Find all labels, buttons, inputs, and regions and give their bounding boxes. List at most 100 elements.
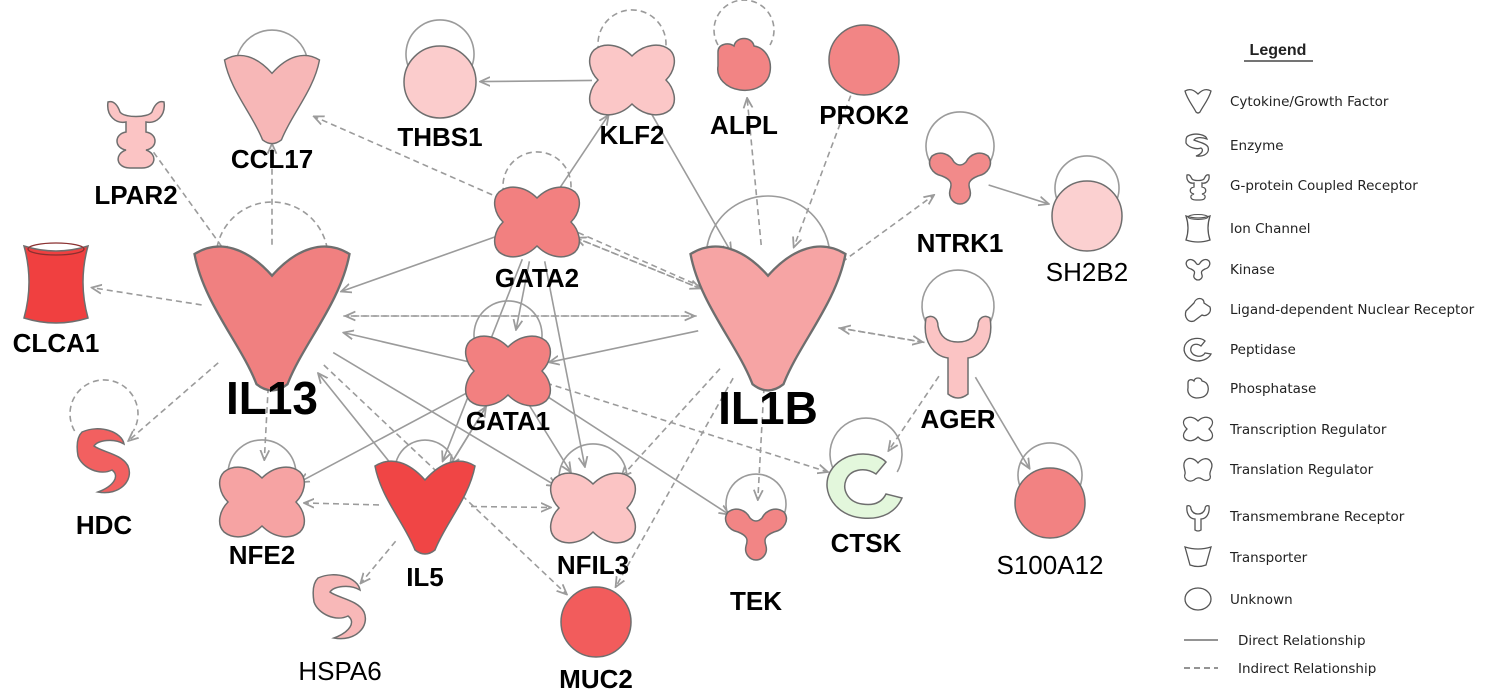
ntrk1-shape xyxy=(928,152,992,205)
node-prok2[interactable] xyxy=(828,24,900,96)
edge-ntrk1-to-sh2b2 xyxy=(988,184,1049,204)
node-gata2[interactable] xyxy=(493,186,581,258)
node-tek[interactable] xyxy=(724,508,788,561)
self-loop-ctsk xyxy=(829,417,903,473)
edge-il13-to-nfil3 xyxy=(332,351,557,487)
node-il1b[interactable] xyxy=(689,245,847,392)
node-klf2[interactable] xyxy=(588,44,676,116)
node-alpl[interactable] xyxy=(717,37,772,92)
node-ctsk[interactable] xyxy=(826,453,904,520)
node-muc2[interactable] xyxy=(560,586,632,658)
node-label-ntrk1: NTRK1 xyxy=(917,228,1004,258)
node-label-prok2: PROK2 xyxy=(819,100,909,130)
node-il13[interactable] xyxy=(193,245,351,392)
self-loop-sh2b2 xyxy=(1054,155,1120,205)
transmembrane-receptor-icon xyxy=(1186,504,1210,532)
node-clca1[interactable] xyxy=(22,242,90,324)
gata2-shape xyxy=(493,186,581,258)
ctsk-shape xyxy=(826,453,904,520)
node-label-hspa6: HSPA6 xyxy=(298,656,381,686)
edge-il5-to-nfe2 xyxy=(304,503,380,505)
node-label-klf2: KLF2 xyxy=(600,120,665,150)
legend-item-label: Phosphatase xyxy=(1230,381,1316,397)
alpl-shape xyxy=(717,37,772,92)
edge-klf2-to-il1b xyxy=(651,114,731,253)
node-nfe2[interactable] xyxy=(218,466,306,538)
node-label-sh2b2: SH2B2 xyxy=(1046,257,1128,287)
node-label-tek: TEK xyxy=(730,586,782,616)
edge-gata2-to-il1b xyxy=(573,236,700,288)
node-s100a12[interactable] xyxy=(1014,467,1086,539)
edge-il5-to-hspa6 xyxy=(361,540,397,583)
node-label-nfe2: NFE2 xyxy=(229,540,295,570)
node-gata1[interactable] xyxy=(464,335,552,407)
legend-item-label: Ion Channel xyxy=(1230,221,1311,237)
il5-shape xyxy=(374,460,476,555)
self-loop-tek xyxy=(725,473,787,520)
node-label-il5: IL5 xyxy=(406,562,444,592)
self-loop-gata2 xyxy=(502,151,572,204)
lpar2-shape xyxy=(107,100,165,169)
legend-item-label: G-protein Coupled Receptor xyxy=(1230,178,1418,194)
edge-il13-to-hdc xyxy=(128,362,219,441)
node-ccl17[interactable] xyxy=(223,54,321,145)
node-label-ccl17: CCL17 xyxy=(231,144,313,174)
node-il5[interactable] xyxy=(374,460,476,555)
edge-gata2-to-il13 xyxy=(341,234,500,291)
edge-il13-to-nfe2 xyxy=(264,387,268,460)
node-ntrk1[interactable] xyxy=(928,152,992,205)
nfil3-shape xyxy=(549,472,637,544)
unknown-icon xyxy=(1184,587,1212,611)
node-thbs1[interactable] xyxy=(403,45,477,119)
self-loop-klf2 xyxy=(597,9,667,62)
hdc-shape xyxy=(76,428,131,494)
legend-item-label: Peptidase xyxy=(1230,342,1296,358)
node-hdc[interactable] xyxy=(76,428,131,494)
legend-item-label: Unknown xyxy=(1230,592,1293,608)
node-label-alpl: ALPL xyxy=(710,110,778,140)
legend-title: Legend xyxy=(1250,42,1307,59)
node-label-clca1: CLCA1 xyxy=(13,328,100,358)
legend-item-label: Enzyme xyxy=(1230,138,1284,154)
edge-il1b-to-alpl xyxy=(747,98,762,246)
node-nfil3[interactable] xyxy=(549,472,637,544)
klf2-shape xyxy=(588,44,676,116)
legend-item-label: Transporter xyxy=(1229,550,1308,566)
node-label-s100a12: S100A12 xyxy=(997,550,1104,580)
self-loop-s100a12 xyxy=(1017,442,1083,492)
nfe2-shape xyxy=(218,466,306,538)
ion-channel-icon xyxy=(1184,214,1212,243)
self-loop-hdc xyxy=(69,379,139,432)
edge-il13-to-clca1 xyxy=(92,288,202,306)
legend-item-label: Translation Regulator xyxy=(1229,462,1374,478)
node-sh2b2[interactable] xyxy=(1051,180,1123,252)
edge-il5-to-il13 xyxy=(318,373,397,471)
node-label-hdc: HDC xyxy=(76,510,133,540)
node-label-nfil3: NFIL3 xyxy=(557,550,629,580)
edge-il1b-to-gata1 xyxy=(549,330,699,363)
self-loop-gata1 xyxy=(473,300,543,353)
node-label-thbs1: THBS1 xyxy=(397,122,482,152)
node-label-il13: IL13 xyxy=(226,372,318,424)
edge-gata1-to-tek xyxy=(541,392,730,515)
self-loop-alpl xyxy=(713,0,775,46)
node-hspa6[interactable] xyxy=(312,574,367,640)
node-label-muc2: MUC2 xyxy=(559,664,633,691)
edge-lpar2-to-il13 xyxy=(152,151,229,256)
cytokine-icon xyxy=(1184,88,1212,114)
ager-shape xyxy=(924,315,992,399)
muc2-shape xyxy=(560,586,632,658)
node-label-ctsk: CTSK xyxy=(831,528,902,558)
node-label-ager: AGER xyxy=(920,404,995,434)
node-label-il1b: IL1B xyxy=(718,382,818,434)
edge-gata2-to-klf2 xyxy=(558,115,608,190)
edge-ager-to-ctsk xyxy=(888,375,940,451)
node-ager[interactable] xyxy=(924,315,992,399)
edge-gata1-to-nfe2 xyxy=(299,389,474,483)
node-lpar2[interactable] xyxy=(107,100,165,169)
edge-gata1-to-il13 xyxy=(343,333,470,363)
edge-ager-to-il1b xyxy=(840,328,925,344)
